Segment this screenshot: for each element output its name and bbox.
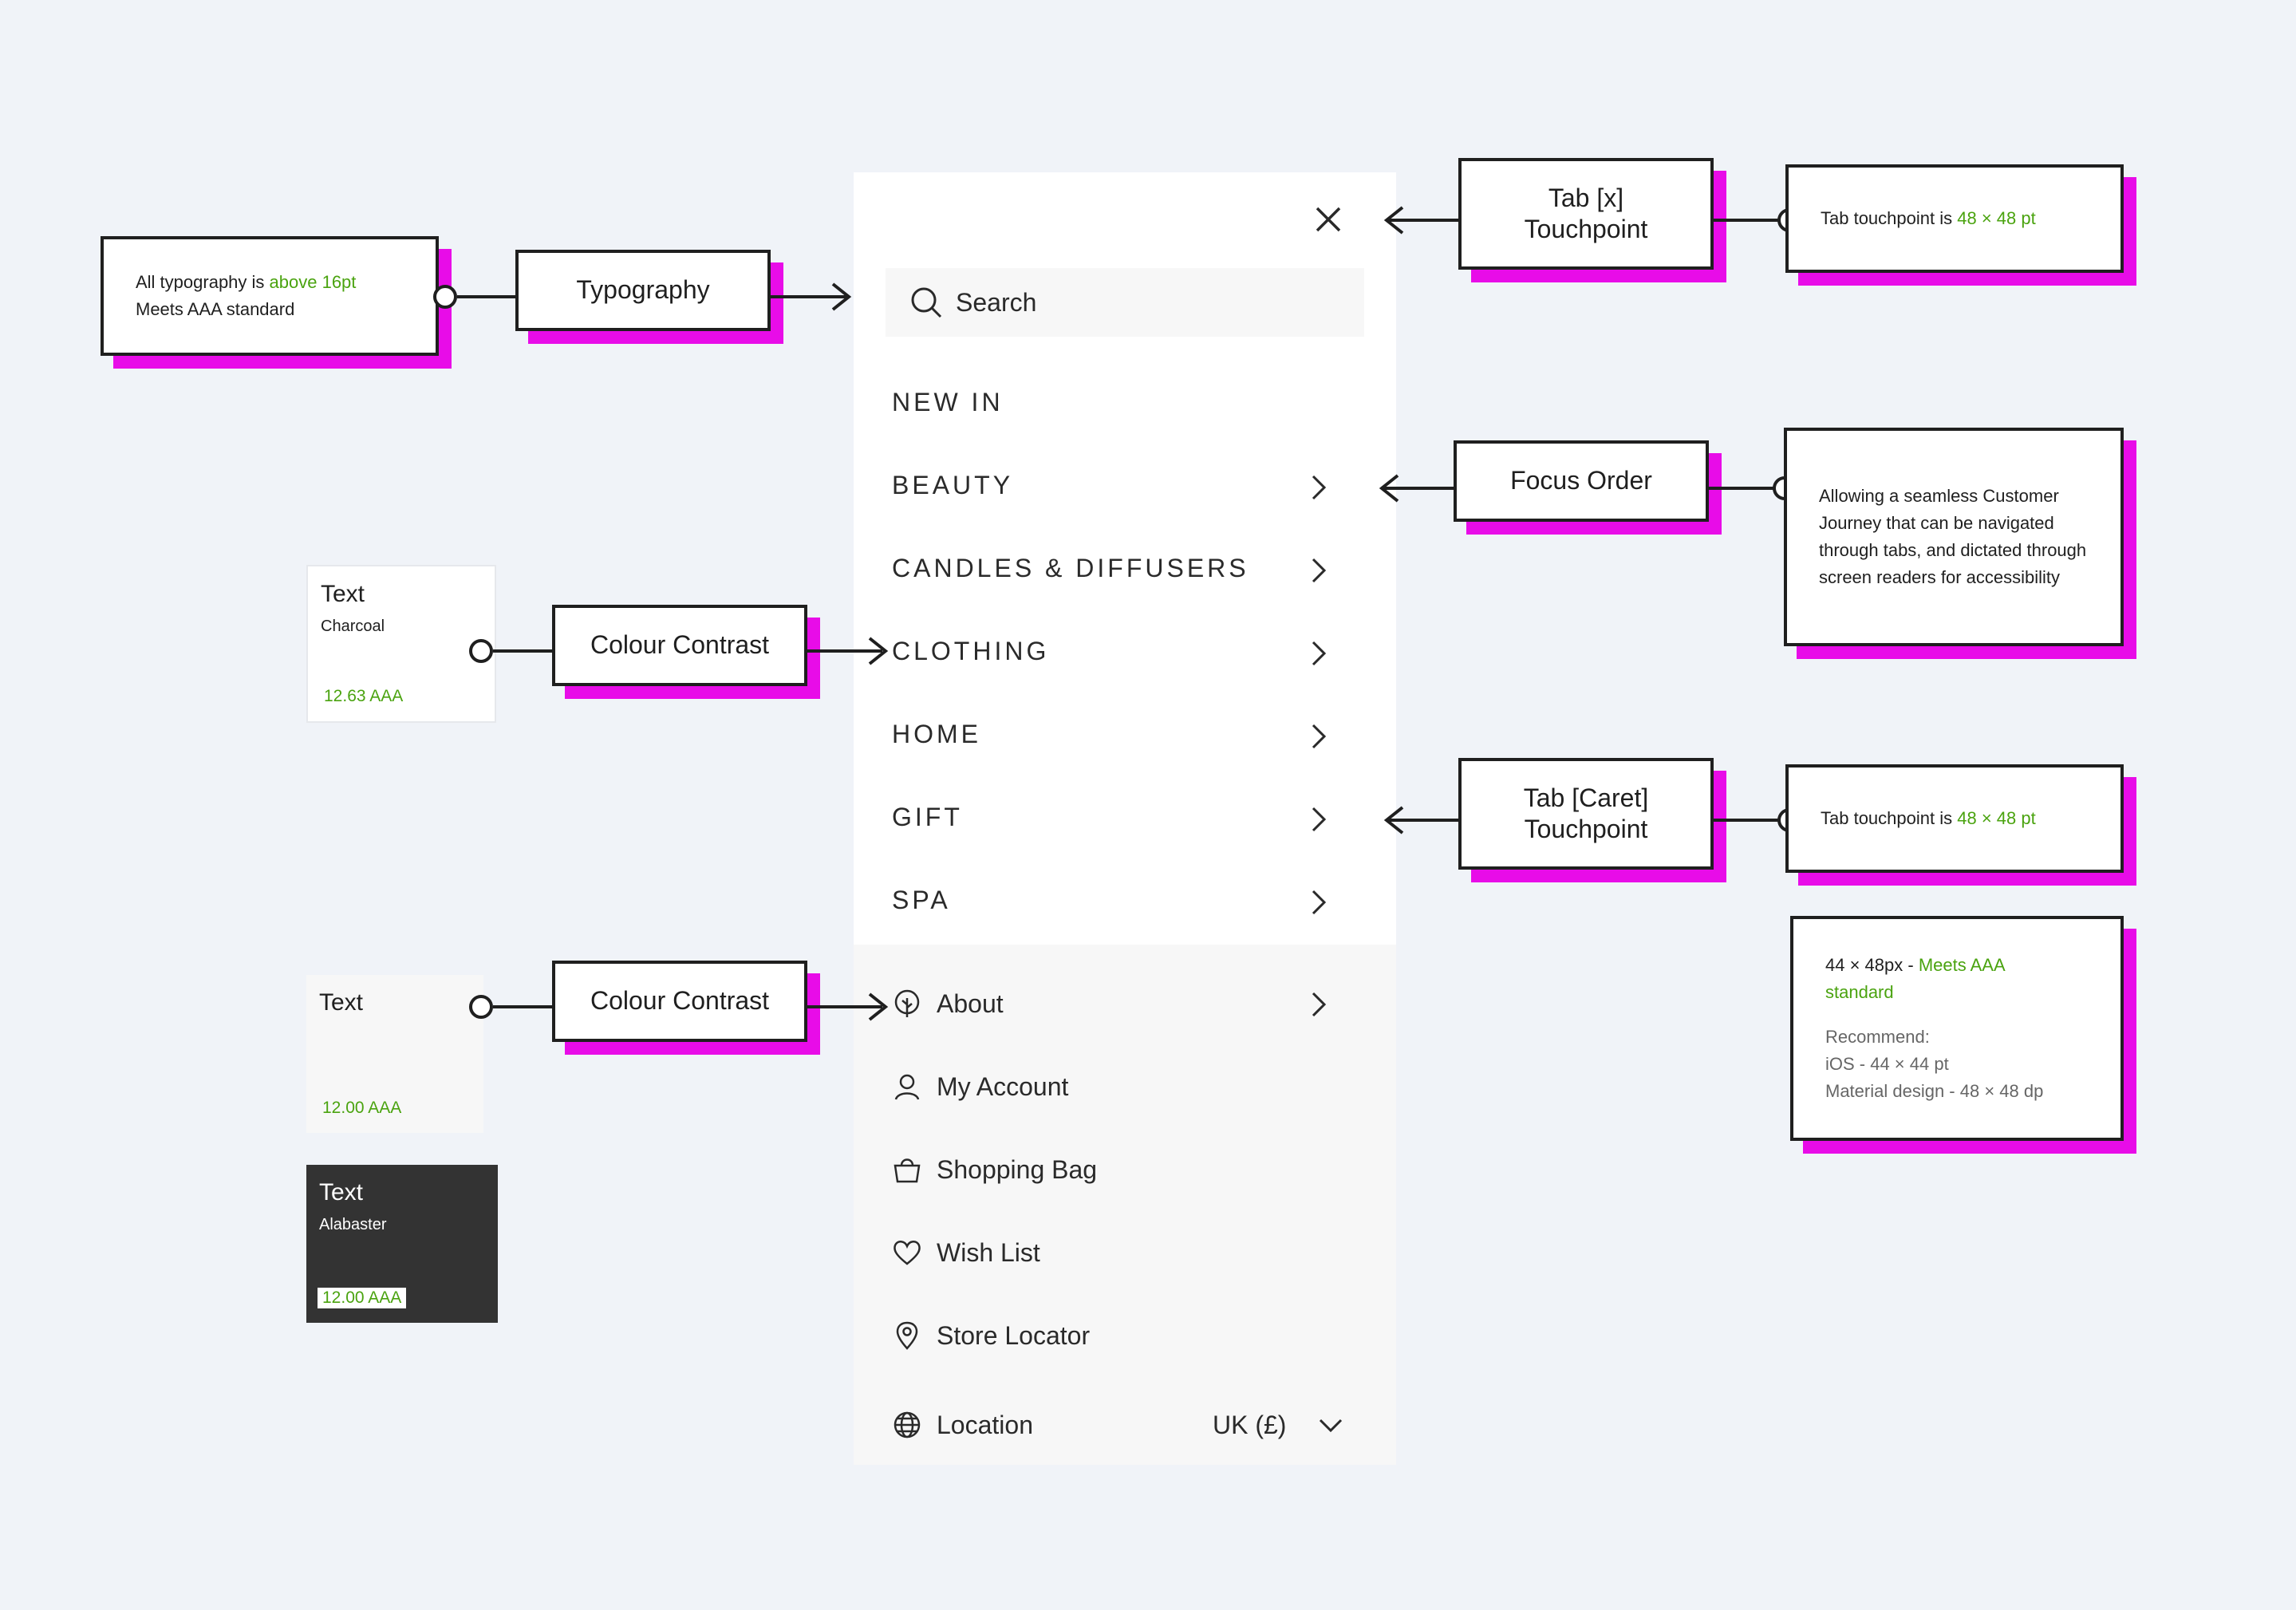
menu-item-label: My Account — [937, 1071, 1069, 1101]
colour-contrast-label: Colour Contrast — [552, 605, 807, 686]
chevron-right-icon[interactable] — [1310, 806, 1327, 833]
connector-dot — [433, 285, 457, 309]
swatch-title: Text — [319, 1179, 364, 1206]
note-text: All typography is — [136, 271, 270, 292]
menu-item-clothing[interactable]: CLOTHING — [892, 637, 1050, 665]
menu-item-label: Store Locator — [937, 1320, 1091, 1350]
note-text: Meets AAA standard — [136, 299, 295, 319]
arrow-right-icon — [868, 637, 889, 665]
location-value[interactable]: UK (£) — [1213, 1411, 1287, 1439]
menu-item-label: Shopping Bag — [937, 1154, 1098, 1184]
swatch-light: Text 12.00 AAA — [306, 975, 483, 1133]
contrast-ratio: 12.00 AAA — [322, 1099, 402, 1117]
connector-dot — [469, 995, 493, 1019]
focus-order-label: Focus Order — [1454, 440, 1709, 522]
menu-item-label: Wish List — [937, 1237, 1040, 1267]
heart-icon — [894, 1241, 921, 1265]
note-text: 44 × 48px - — [1825, 954, 1919, 975]
menu-utility-section — [854, 945, 1396, 1465]
chevron-down-icon[interactable] — [1318, 1417, 1343, 1434]
connector-line — [1387, 819, 1460, 822]
swatch-name: Charcoal — [321, 618, 385, 635]
note-text: Tab touchpoint is — [1821, 207, 1958, 228]
swatch-alabaster: Text Alabaster 12.00 AAA — [306, 1165, 498, 1323]
tab-caret-note: Tab touchpoint is 48 × 48 pt — [1785, 764, 2124, 873]
contrast-ratio: 12.00 AAA — [318, 1288, 407, 1308]
arrow-right-icon — [868, 992, 889, 1021]
menu-item-my-account[interactable]: My Account — [892, 1071, 1068, 1103]
menu-item-candles-diffusers[interactable]: CANDLES & DIFFUSERS — [892, 554, 1249, 582]
note-highlight: 48 × 48 pt — [1957, 207, 2036, 228]
recommend-material: Material design - 48 × 48 dp — [1825, 1081, 2044, 1102]
chevron-right-icon[interactable] — [1310, 889, 1327, 916]
tab-caret-touchpoint-label: Tab [Caret] Touchpoint — [1458, 758, 1714, 870]
bag-icon — [894, 1158, 921, 1183]
note-highlight: Meets AAA standard — [1825, 954, 2005, 1002]
chevron-right-icon[interactable] — [1310, 640, 1327, 667]
recommend-ios: iOS - 44 × 44 pt — [1825, 1054, 1949, 1075]
tree-icon — [894, 989, 920, 1017]
chevron-right-icon[interactable] — [1310, 723, 1327, 750]
note-highlight: above 16pt — [269, 271, 357, 292]
connector-line — [493, 1005, 554, 1008]
colour-contrast-label: Colour Contrast — [552, 961, 807, 1042]
swatch-title: Text — [319, 989, 364, 1016]
connector-line — [807, 649, 882, 653]
menu-item-new-in[interactable]: NEW IN — [892, 388, 1004, 416]
note-text: Allowing a seamless Customer Journey tha… — [1819, 485, 2087, 588]
chevron-right-icon[interactable] — [1310, 557, 1327, 584]
connector-line — [1714, 819, 1789, 822]
location-selector[interactable]: Location — [892, 1409, 1033, 1441]
contrast-ratio: 12.63 AAA — [324, 687, 404, 705]
arrow-right-icon — [831, 282, 852, 311]
connector-line — [807, 1005, 882, 1008]
menu-item-wish-list[interactable]: Wish List — [892, 1237, 1040, 1269]
menu-item-spa[interactable]: SPA — [892, 886, 951, 914]
swatch-charcoal: Text Charcoal 12.63 AAA — [306, 565, 496, 723]
focus-order-note: Allowing a seamless Customer Journey tha… — [1784, 428, 2124, 646]
search-icon — [911, 287, 942, 318]
tab-x-touchpoint-label: Tab [x] Touchpoint — [1458, 158, 1714, 270]
note-highlight: 48 × 48 pt — [1957, 807, 2036, 828]
swatch-name: Alabaster — [319, 1216, 387, 1233]
connector-line — [493, 649, 554, 653]
typography-label: Typography — [515, 250, 771, 331]
connector-line — [1382, 487, 1455, 490]
menu-item-gift[interactable]: GIFT — [892, 803, 963, 831]
user-icon — [894, 1074, 920, 1100]
connector-line — [457, 295, 516, 298]
location-label: Location — [937, 1410, 1033, 1439]
recommend-title: Recommend: — [1825, 1026, 1930, 1047]
pin-icon — [896, 1321, 918, 1350]
touch-size-note: 44 × 48px - Meets AAA standard Recommend… — [1790, 916, 2124, 1141]
typography-note: All typography is above 16pt Meets AAA s… — [101, 236, 439, 356]
globe-icon — [894, 1411, 921, 1438]
chevron-right-icon[interactable] — [1310, 991, 1327, 1018]
connector-line — [1387, 219, 1460, 222]
connector-line — [1714, 219, 1789, 222]
connector-line — [771, 295, 847, 298]
menu-item-about[interactable]: About — [892, 988, 1004, 1020]
menu-item-label: About — [937, 988, 1004, 1018]
connector-dot — [469, 639, 493, 663]
search-input[interactable]: Search — [886, 268, 1364, 337]
close-icon[interactable] — [1315, 206, 1342, 233]
swatch-title: Text — [321, 581, 365, 607]
note-text: Tab touchpoint is — [1821, 807, 1958, 828]
tab-x-note: Tab touchpoint is 48 × 48 pt — [1785, 164, 2124, 273]
chevron-right-icon[interactable] — [1310, 474, 1327, 501]
menu-item-store-locator[interactable]: Store Locator — [892, 1320, 1090, 1352]
search-placeholder: Search — [956, 287, 1037, 317]
connector-line — [1709, 487, 1784, 490]
menu-item-beauty[interactable]: BEAUTY — [892, 471, 1014, 499]
menu-item-shopping-bag[interactable]: Shopping Bag — [892, 1154, 1097, 1186]
menu-item-home[interactable]: HOME — [892, 720, 981, 748]
